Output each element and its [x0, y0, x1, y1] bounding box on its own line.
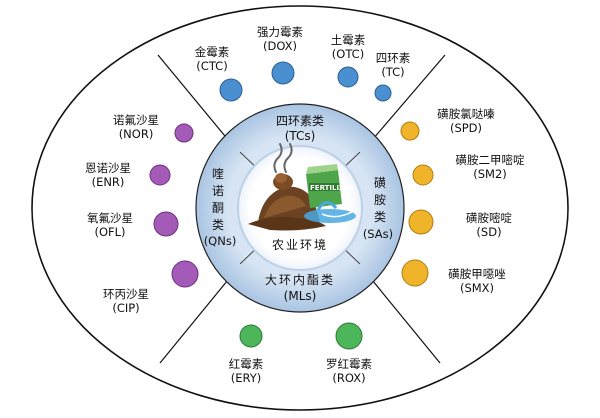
- fertilizer-bag-icon: [306, 164, 342, 208]
- enr-name: 恩诺沙星: [85, 161, 131, 175]
- ery-circle: [239, 324, 263, 348]
- ofl-abbr: (OFL): [94, 225, 125, 239]
- ery-name: 红霉素: [229, 357, 264, 371]
- rox-abbr: (ROX): [332, 371, 365, 385]
- rox-name: 罗红霉素: [326, 357, 372, 371]
- class-qns-char-3: 酮: [212, 201, 224, 215]
- ctc-abbr: (CTC): [196, 59, 227, 73]
- class-qns-abbr: (QNs): [204, 234, 237, 248]
- cip-name: 环丙沙星: [103, 287, 149, 301]
- dox-circle: [271, 61, 295, 85]
- class-sas-char-1: 磺: [374, 176, 386, 190]
- spd-abbr: (SPD): [450, 121, 482, 135]
- class-sas-char-2: 胺: [374, 193, 386, 207]
- nor-circle: [174, 123, 194, 143]
- sm2-abbr: (SM2): [473, 167, 507, 181]
- tc-name: 四环素: [376, 51, 411, 65]
- sm2-circle: [412, 164, 434, 186]
- soil-illustration: [248, 143, 326, 231]
- class-mls-abbr: (MLs): [284, 289, 317, 303]
- nor-abbr: (NOR): [119, 127, 154, 141]
- water-icon: [304, 201, 356, 223]
- ery-abbr: (ERY): [231, 371, 262, 385]
- fertilizer-sign: FERTILIZER: [310, 184, 355, 192]
- class-qns-char-1: 喹: [212, 166, 224, 181]
- class-mls-name: 大环内酯类: [265, 273, 335, 287]
- smx-circle: [401, 259, 429, 287]
- spd-circle: [400, 121, 420, 141]
- ctc-circle: [219, 78, 243, 102]
- otc-name: 土霉素: [331, 33, 366, 47]
- enr-abbr: (ENR): [92, 175, 125, 189]
- sd-abbr: (SD): [476, 225, 501, 239]
- otc-abbr: (OTC): [332, 47, 364, 61]
- smx-abbr: (SMX): [460, 281, 494, 295]
- spd-name: 磺胺氯哒嗪: [437, 107, 495, 121]
- class-qns-char-2: 诺: [212, 184, 224, 198]
- center-label: 农业环境: [272, 237, 328, 252]
- tc-abbr: (TC): [381, 65, 404, 79]
- otc-circle: [337, 66, 359, 88]
- dox-name: 强力霉素: [257, 25, 303, 39]
- cip-circle: [171, 260, 199, 288]
- ofl-name: 氧氟沙星: [87, 211, 133, 225]
- class-sas-abbr: (SAs): [363, 227, 393, 241]
- class-tcs-abbr: (TCs): [285, 129, 316, 143]
- tc-circle: [374, 84, 392, 102]
- cip-abbr: (CIP): [112, 301, 139, 315]
- rox-circle: [335, 322, 363, 350]
- sd-circle: [408, 209, 434, 235]
- ofl-circle: [153, 211, 179, 237]
- class-qns-char-4: 类: [212, 218, 224, 232]
- ctc-name: 金霉素: [195, 45, 230, 59]
- dox-abbr: (DOX): [263, 39, 297, 53]
- class-tcs-name: 四环素类: [276, 114, 324, 128]
- enr-circle: [149, 164, 171, 186]
- sm2-name: 磺胺二甲嘧啶: [456, 153, 525, 167]
- nor-name: 诺氟沙星: [113, 113, 159, 127]
- smx-name: 磺胺甲噁唑: [448, 267, 506, 281]
- class-sas-char-3: 类: [374, 210, 386, 224]
- sd-name: 磺胺嘧啶: [466, 211, 512, 225]
